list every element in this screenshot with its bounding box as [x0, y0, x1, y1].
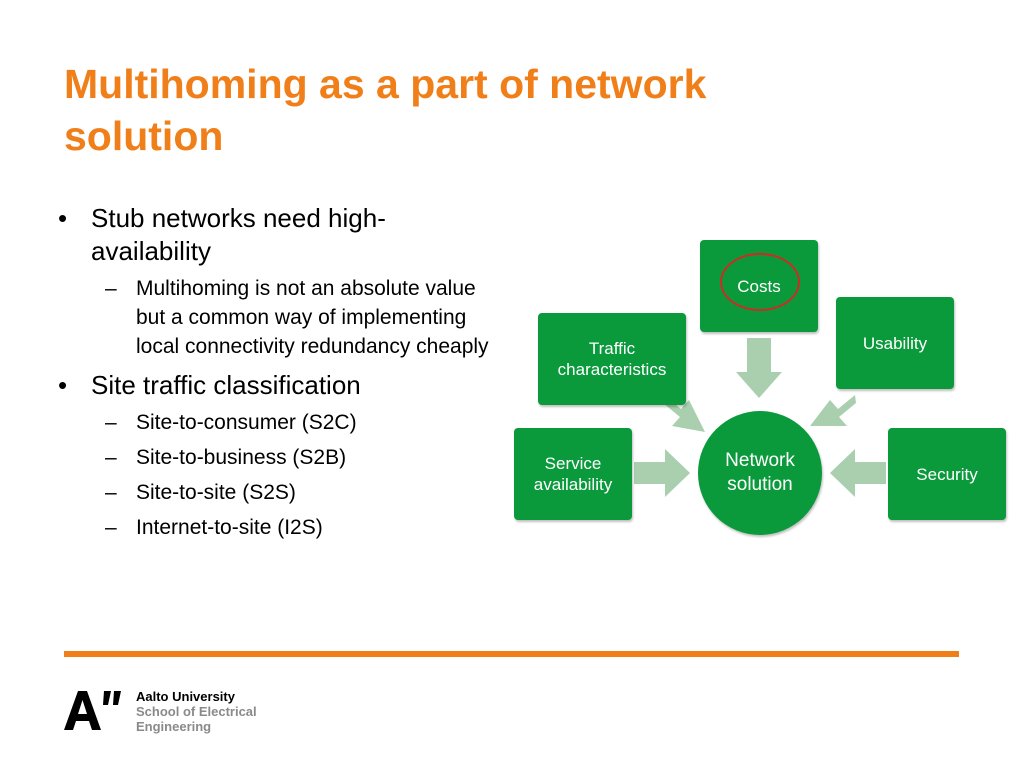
node-network-solution: Network solution	[698, 411, 822, 535]
sub-bullet-item: – Site-to-site (S2S)	[91, 478, 496, 507]
costs-highlight-circle	[720, 253, 800, 311]
sub-bullet-item: – Internet-to-site (I2S)	[91, 513, 496, 542]
sub-bullet-list: – Multihoming is not an absolute value b…	[91, 274, 496, 361]
bullet-text: Stub networks need high-availability	[91, 203, 386, 266]
slide-title: Multihoming as a part of network solutio…	[64, 61, 707, 159]
sub-bullet-marker: –	[105, 446, 117, 469]
bullet-marker: •	[58, 370, 68, 400]
node-usability-label: Usability	[862, 333, 928, 353]
bullet-text: Site traffic classification	[91, 370, 361, 400]
arrow-usability-to-center	[810, 395, 856, 426]
school-name-line2: Engineering	[136, 719, 212, 734]
node-service-availability: Service availability	[514, 428, 632, 520]
node-traffic-label-line1: Traffic	[588, 339, 636, 358]
node-security: Security	[888, 428, 1006, 520]
university-name: Aalto University	[136, 689, 235, 704]
footer-rule	[64, 651, 959, 657]
node-usability: Usability	[836, 297, 954, 389]
bullet-item: • Stub networks need high-availability –…	[56, 202, 496, 361]
school-name-line1: School of Electrical	[136, 704, 257, 719]
node-service-label-line1: Service	[544, 454, 602, 473]
aalto-logo-mark-icon: A”	[64, 691, 121, 730]
sub-bullet-marker: –	[105, 411, 117, 434]
center-label-line2: solution	[727, 474, 793, 495]
arrow-service-to-center	[634, 449, 690, 497]
bullet-list: • Stub networks need high-availability –…	[56, 202, 496, 542]
aalto-logo: A” Aalto University School of Electrical…	[64, 688, 294, 734]
sub-bullet-item: – Site-to-business (S2B)	[91, 443, 496, 472]
node-traffic-label-line2: characteristics	[557, 360, 667, 379]
node-service-label-line2: availability	[533, 475, 613, 494]
logo-text: Aalto University School of Electrical En…	[136, 689, 257, 734]
sub-bullet-text: Multihoming is not an absolute value but…	[136, 277, 489, 358]
sub-bullet-text: Site-to-business (S2B)	[136, 446, 347, 469]
sub-bullet-text: Site-to-site (S2S)	[136, 481, 296, 504]
sub-bullet-marker: –	[105, 277, 117, 300]
sub-bullet-marker: –	[105, 481, 117, 504]
sub-bullet-text: Internet-to-site (I2S)	[136, 516, 323, 539]
node-traffic-characteristics: Traffic characteristics	[538, 313, 686, 405]
arrow-costs-to-center	[736, 338, 782, 398]
arrow-security-to-center	[830, 449, 886, 497]
bullet-item: • Site traffic classification – Site-to-…	[56, 369, 496, 542]
sub-bullet-marker: –	[105, 516, 117, 539]
bullet-marker: •	[58, 203, 68, 233]
sub-bullet-list: – Site-to-consumer (S2C) – Site-to-busin…	[91, 408, 496, 542]
center-label-line1: Network	[725, 450, 795, 471]
node-security-label: Security	[916, 464, 978, 484]
sub-bullet-text: Site-to-consumer (S2C)	[136, 411, 357, 434]
sub-bullet-item: – Site-to-consumer (S2C)	[91, 408, 496, 437]
sub-bullet-item: – Multihoming is not an absolute value b…	[91, 274, 496, 361]
